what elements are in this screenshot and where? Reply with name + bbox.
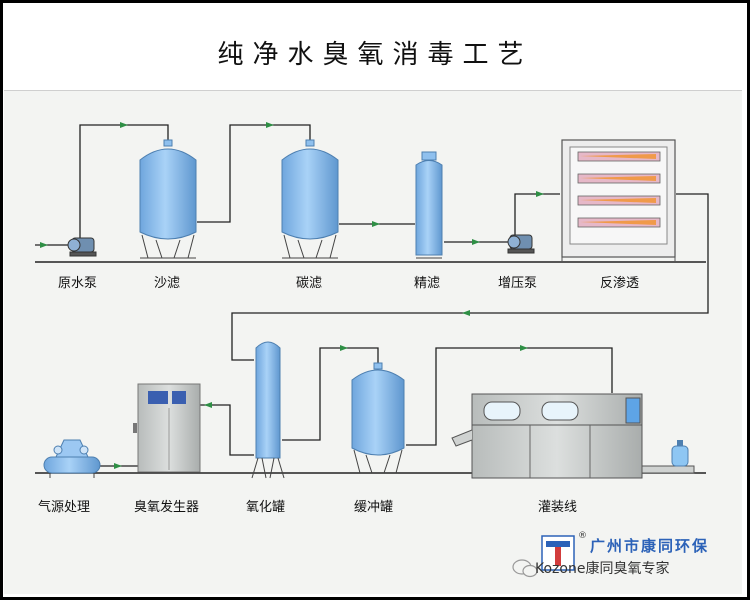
buffer-tank [351, 362, 405, 474]
pipe-buffer-to-filling [406, 347, 613, 446]
wechat-icon [512, 559, 538, 578]
pipes-bottom [100, 347, 613, 467]
flow-arrow [462, 310, 470, 316]
pipe-booster-to-ro [514, 193, 560, 237]
pipe-sand-to-carbon [197, 124, 311, 223]
oxidation-tank-label: 氧化罐 [246, 500, 286, 515]
air-source-label: 气源处理 [38, 500, 91, 515]
filling-line [451, 393, 695, 479]
fine-filter-label: 精滤 [414, 276, 441, 291]
reverse-osmosis-label: 反渗透 [600, 276, 640, 291]
ozone-generator [133, 383, 201, 473]
flow-arrow [120, 122, 128, 128]
carbon-filter-tank [281, 139, 339, 259]
flow-arrow [372, 221, 380, 227]
precision-filter [415, 151, 443, 259]
flow-arrow [204, 402, 212, 408]
reverse-osmosis-unit [561, 139, 676, 262]
booster-pump [507, 234, 535, 254]
flow-arrow [536, 191, 544, 197]
carbon-filter-label: 碳滤 [296, 276, 323, 291]
brand-company: 广州市康同环保 [590, 537, 710, 555]
pipe-oxidation-to-buffer [282, 347, 379, 441]
water-bottle-icon [671, 440, 689, 467]
pipe-ozone-to-oxidation [200, 404, 254, 456]
ro-membranes [577, 151, 661, 228]
raw-pump-label: 原水泵 [58, 276, 98, 291]
booster-pump-label: 增压泵 [498, 276, 538, 291]
raw-water-pump [67, 237, 97, 257]
sand-filter-tank [139, 139, 197, 259]
flow-arrow [40, 242, 48, 248]
sand-filter-label: 沙滤 [154, 276, 181, 291]
wechat-account: Kozone康同臭氧专家 [535, 561, 670, 577]
flow-arrow [340, 345, 348, 351]
flow-arrow [266, 122, 274, 128]
air-source-unit [43, 439, 101, 478]
flow-arrow [520, 345, 528, 351]
oxidation-tank [251, 341, 285, 479]
flow-arrow [472, 239, 480, 245]
page-title: 纯净水臭氧消毒工艺 [217, 40, 533, 70]
svg-text:®: ® [578, 531, 587, 541]
flow-arrow [114, 463, 122, 469]
buffer-tank-label: 缓冲罐 [354, 500, 394, 515]
flow-arrows [40, 122, 544, 469]
ozone-generator-label: 臭氧发生器 [134, 500, 200, 515]
kangtong-logo-icon: ® [541, 531, 587, 571]
filling-line-label: 灌装线 [538, 500, 578, 515]
